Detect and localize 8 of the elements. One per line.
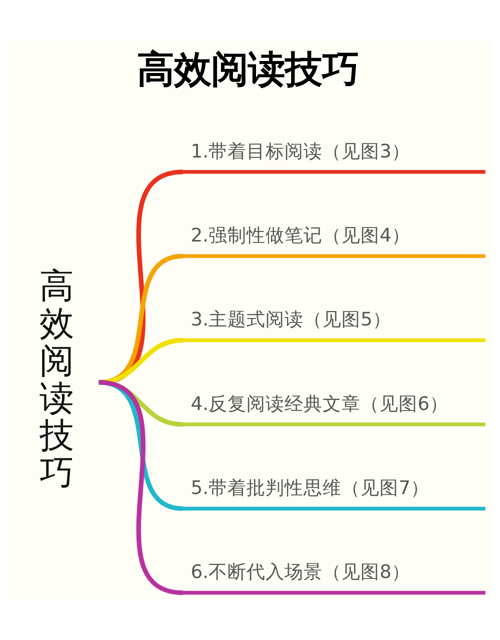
node-text: 2.强制性做笔记（见图4）: [190, 225, 411, 246]
node-text: 3.主题式阅读（见图5）: [190, 310, 392, 331]
node-text: 1.带着目标阅读（见图3）: [190, 141, 411, 162]
node-text: 高效阅读技巧: [40, 266, 74, 494]
diagram-title: 高效阅读技巧: [136, 46, 359, 91]
node-text: 6.不断代入场景（见图8）: [190, 562, 411, 584]
node-text: 4.反复阅读经典文章（见图6）: [190, 394, 449, 415]
node-text: 5.带着批判性思维（见图7）: [190, 478, 430, 499]
